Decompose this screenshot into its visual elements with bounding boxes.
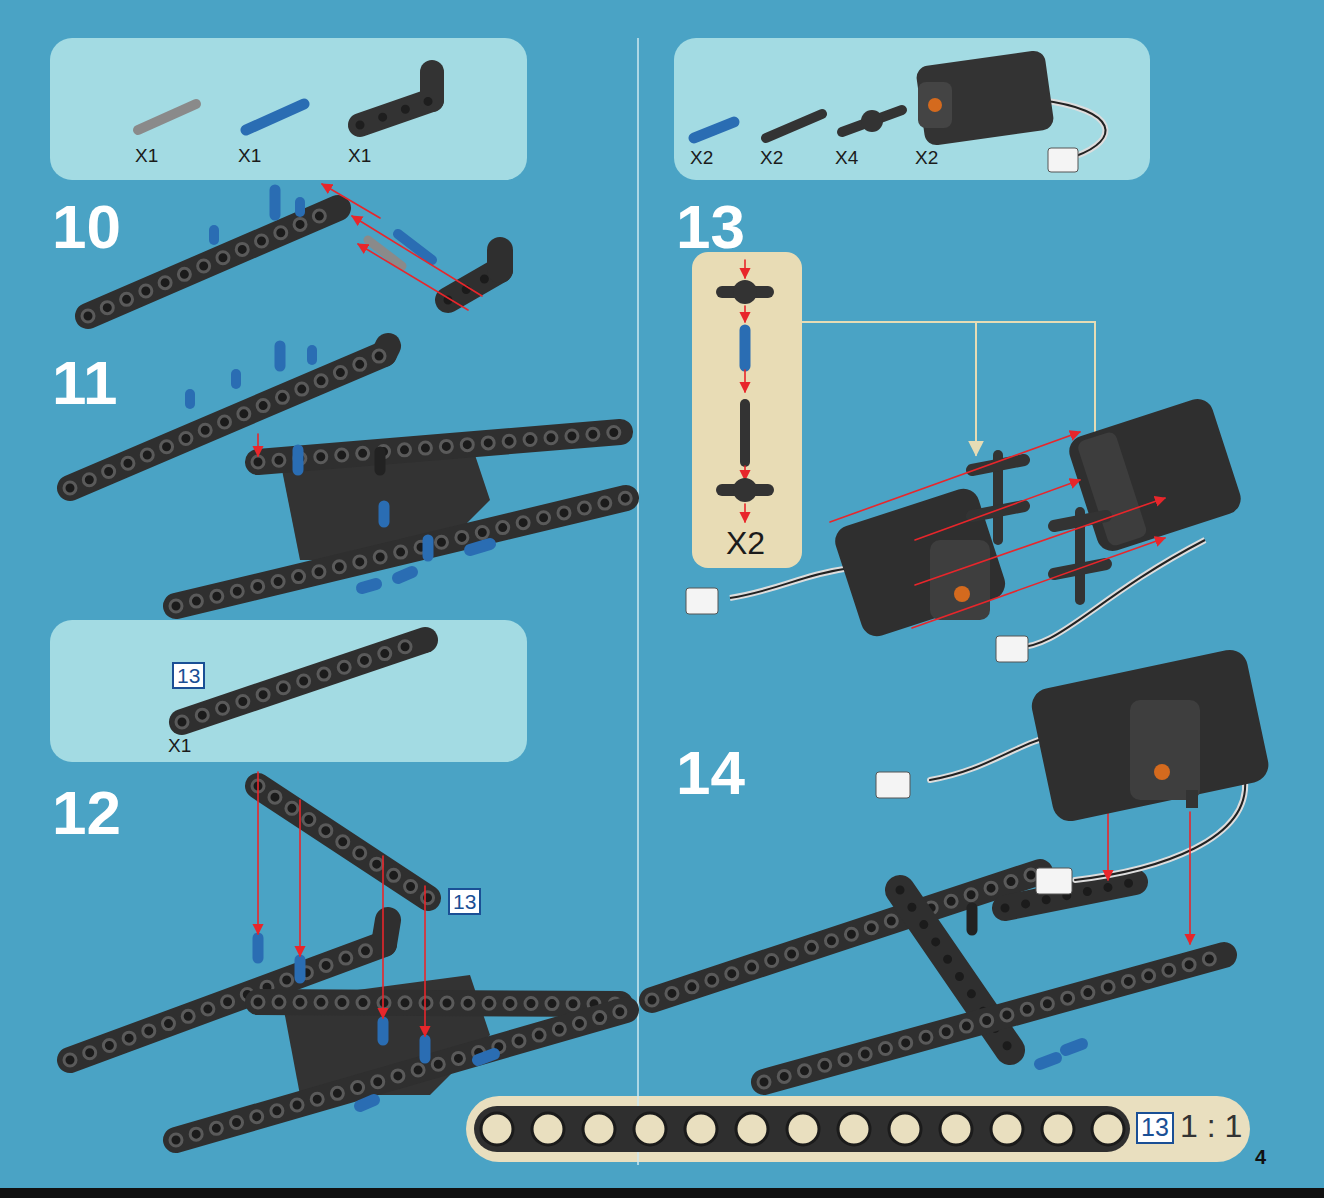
length-callout: 13: [172, 662, 205, 689]
parts-panel: X1 X1 X1: [50, 38, 527, 180]
bottom-bar: [0, 1188, 1324, 1198]
quantity: X2: [690, 148, 713, 169]
page-number: 4: [1255, 1146, 1266, 1168]
ruler-band-bg: [466, 1096, 1250, 1162]
step-number: 13: [676, 196, 745, 258]
subassembly-box: X2: [692, 252, 802, 568]
step-11-figure: [70, 346, 626, 606]
divider: [637, 38, 639, 1165]
quantity: X2: [726, 526, 765, 561]
parts-panel-bg: [50, 620, 527, 762]
step-number: 10: [52, 196, 121, 258]
step-number: 11: [52, 352, 118, 414]
motor-icon: [915, 49, 1078, 172]
length-callout: 13: [1136, 1112, 1174, 1144]
parts-panel: X2 X2 X4 X2: [674, 38, 1150, 180]
step-12-figure: [70, 772, 626, 1140]
step-number: 14: [676, 742, 745, 804]
step-number: 12: [52, 782, 121, 844]
scale-ratio: 1 : 1: [1180, 1109, 1242, 1144]
step-10-figure: [88, 184, 500, 316]
quantity: X2: [915, 148, 938, 169]
length-callout: 13: [448, 888, 481, 915]
quantity: X4: [835, 148, 858, 169]
step-13-subassembly: [722, 260, 1095, 522]
quantity: X1: [135, 146, 158, 167]
parts-panel-bg: [50, 38, 527, 180]
quantity: X2: [760, 148, 783, 169]
ruler-band: 131 : 1: [466, 1096, 1250, 1162]
parts-panel-bg: [674, 38, 1150, 180]
ruler-beam: [474, 1106, 1130, 1152]
quantity: X1: [348, 146, 371, 167]
subassembly-box-bg: [692, 252, 802, 568]
quantity: X1: [168, 736, 191, 757]
step-13-figure: [686, 395, 1245, 662]
motor-pair: [876, 647, 1272, 894]
quantity: X1: [238, 146, 261, 167]
parts-panel: 13X1: [50, 620, 527, 763]
